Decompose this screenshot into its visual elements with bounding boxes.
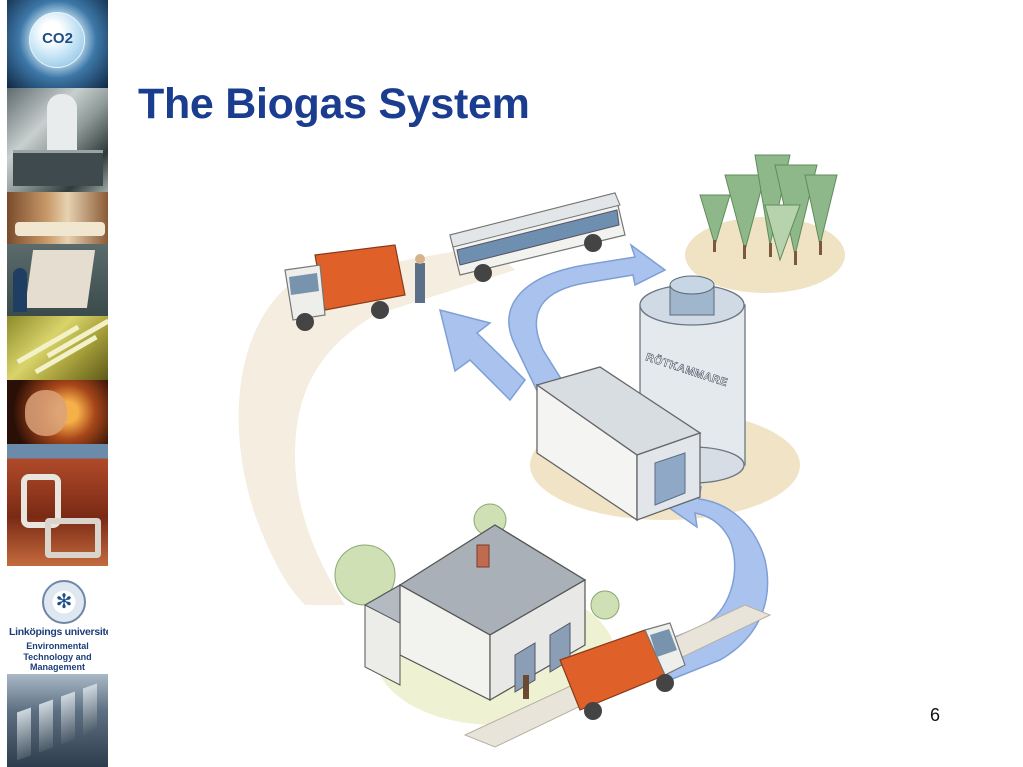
university-logo: ✻ Linköpings universitet Environmental T… xyxy=(7,566,108,674)
top-garbage-truck xyxy=(284,244,425,331)
solar-mirror xyxy=(61,691,75,745)
dome-top xyxy=(669,275,715,295)
house-side xyxy=(489,578,586,702)
co2-bubble xyxy=(29,12,85,68)
panel-board xyxy=(24,250,96,308)
solar-mirrors-image xyxy=(7,674,108,767)
image-strip: CO2 ✻ Linköpings universitet Environment… xyxy=(0,0,108,767)
tree xyxy=(699,194,731,247)
glass-rod xyxy=(34,334,98,375)
lab-worker-image xyxy=(7,88,108,192)
forest-ground xyxy=(685,217,845,293)
university-emblem-icon: ✻ xyxy=(42,580,86,624)
road xyxy=(238,245,515,605)
university-name: Linköpings universitet xyxy=(9,626,108,638)
solar-mirror xyxy=(17,707,31,761)
chimney xyxy=(476,544,490,568)
solar-mirror xyxy=(39,699,53,753)
panel-construction-image xyxy=(7,244,108,316)
tree-trunk xyxy=(743,245,746,259)
person-at-house xyxy=(523,675,529,699)
illustration-svg: RÖTKAMMARE xyxy=(238,154,845,748)
lab-machine xyxy=(13,150,103,186)
meeting-table xyxy=(15,222,105,236)
solar-mirror xyxy=(83,683,97,737)
bottom-garbage-truck xyxy=(559,622,686,720)
lab-worker-figure xyxy=(47,94,77,154)
slide-title: The Biogas System xyxy=(138,80,530,128)
department-name: Environmental Technology and Management xyxy=(23,641,92,672)
steel-profiles-image xyxy=(7,444,108,566)
driver-head xyxy=(415,254,425,264)
tree xyxy=(764,204,801,262)
forest xyxy=(699,154,838,265)
tree-trunk xyxy=(713,240,716,252)
co2-label: CO2 xyxy=(42,30,73,47)
fiber-hand xyxy=(25,390,67,436)
biogas-plant: RÖTKAMMARE xyxy=(535,275,746,522)
fuel-pump xyxy=(415,263,425,303)
glass-rods-image xyxy=(7,316,108,380)
tree-trunk xyxy=(819,241,822,255)
biogas-system-illustration: RÖTKAMMARE xyxy=(225,135,855,750)
house xyxy=(334,503,620,702)
bus xyxy=(449,192,626,282)
page-number: 6 xyxy=(930,705,941,725)
garage-door xyxy=(654,452,686,506)
co2-bubble-image: CO2 xyxy=(7,0,108,88)
tree xyxy=(724,174,766,252)
tree-trunk xyxy=(794,251,797,265)
panel-worker xyxy=(13,268,27,312)
arrow-to-truck xyxy=(438,308,526,402)
bush xyxy=(590,590,620,620)
meeting-image xyxy=(7,192,108,244)
arrow-to-bus xyxy=(508,242,667,399)
tree xyxy=(804,174,838,246)
garage-front xyxy=(364,604,401,686)
tree-trunk xyxy=(769,243,772,257)
optical-fiber-image xyxy=(7,380,108,444)
steel-tube xyxy=(21,474,61,528)
steel-tube xyxy=(45,518,101,558)
window xyxy=(514,642,536,693)
emblem-glyph: ✻ xyxy=(55,591,73,613)
